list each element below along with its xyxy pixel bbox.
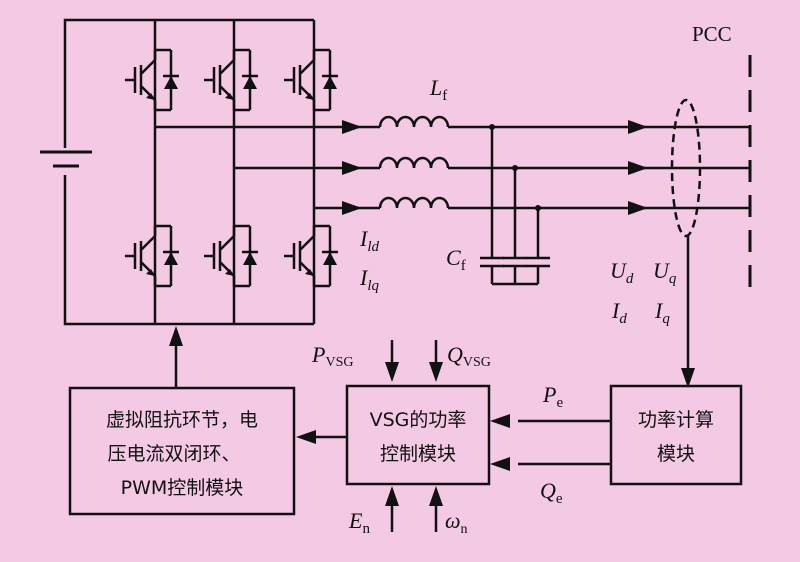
impedance-block-line-1: 虚拟阻抗环节，电 xyxy=(106,409,258,431)
id-label: Id xyxy=(611,298,627,327)
igbt-upper-1 xyxy=(123,48,181,112)
iq-label: Iq xyxy=(654,298,670,327)
qvsg-label: QVSG xyxy=(447,342,491,370)
pe-label: Pe xyxy=(542,382,563,411)
filter-capacitors xyxy=(480,127,550,286)
ud-label: Ud xyxy=(610,258,634,287)
wn-label: ωn xyxy=(445,508,468,537)
measurement-probe xyxy=(670,98,702,238)
igbt-upper-2 xyxy=(202,48,260,112)
impedance-control-block xyxy=(68,386,296,516)
lf-label: Lf xyxy=(429,75,447,104)
impedance-block-line-2: 压电流双闭环、 xyxy=(107,443,240,465)
en-label: En xyxy=(348,508,370,537)
impedance-block-line-3: PWM控制模块 xyxy=(121,477,244,499)
qe-label: Qe xyxy=(540,478,563,507)
cf-label: Cf xyxy=(446,245,466,274)
igbt-upper-3 xyxy=(282,48,340,112)
ild-label: Ild xyxy=(359,226,379,255)
igbt-lower-1 xyxy=(123,224,181,288)
filter-inductors xyxy=(378,115,450,209)
power-calculation-block xyxy=(609,384,743,486)
dc-bus xyxy=(63,18,316,326)
battery-icon xyxy=(40,150,92,168)
igbt-lower-2 xyxy=(202,224,260,288)
power-block-line-2: 模块 xyxy=(657,443,695,465)
signal-connectors xyxy=(174,340,611,532)
pvsg-label: PVSG xyxy=(311,342,353,370)
uq-label: Uq xyxy=(653,258,677,287)
phase-lines xyxy=(155,125,750,210)
vsg-power-control-block xyxy=(345,384,491,486)
vsg-block-line-2: 控制模块 xyxy=(380,443,456,465)
pcc-label: PCC xyxy=(692,22,732,46)
power-block-line-1: 功率计算 xyxy=(638,409,714,431)
igbt-lower-3 xyxy=(282,224,340,288)
vsg-block-line-1: VSG的功率 xyxy=(370,409,467,431)
ilq-label: Ilq xyxy=(359,265,379,294)
junction-dots xyxy=(489,124,541,211)
